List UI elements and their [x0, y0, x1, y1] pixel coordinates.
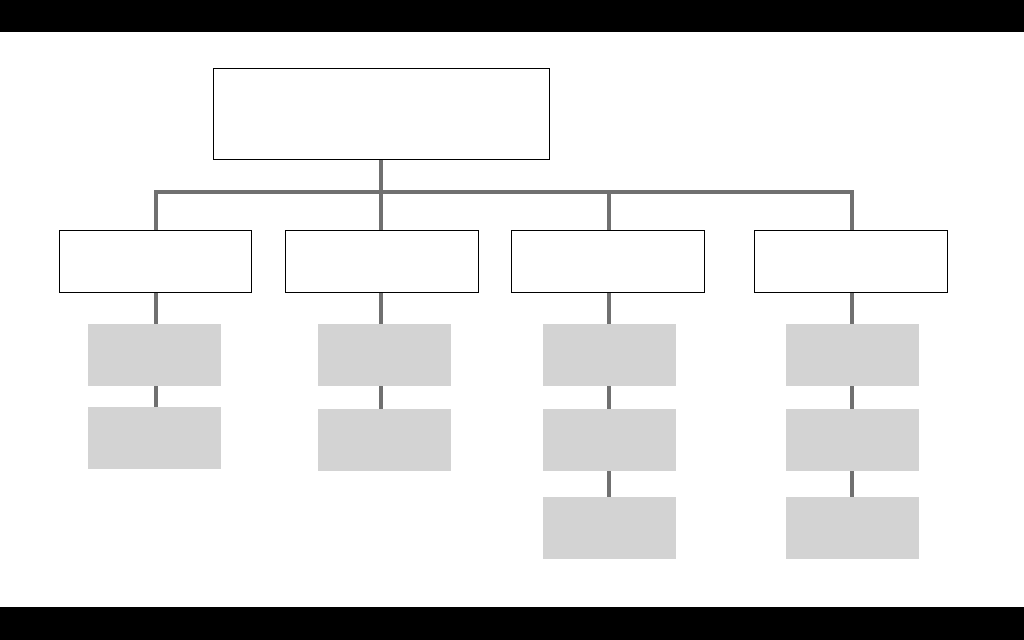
sub-box-4-3	[786, 497, 919, 559]
sub-box-4-2	[786, 409, 919, 471]
sub-box-4-1	[786, 324, 919, 386]
sub-box-2-2	[318, 409, 451, 471]
sub-box-3-1	[543, 324, 676, 386]
sub-box-3-2	[543, 409, 676, 471]
org-chart	[59, 68, 948, 559]
sub-box-1-2	[88, 407, 221, 469]
diagram-canvas	[0, 32, 1024, 607]
root-box	[213, 68, 550, 160]
sub-box-2-1	[318, 324, 451, 386]
branch-box-4	[754, 230, 948, 293]
branch-box-1	[59, 230, 252, 293]
branch-box-2	[285, 230, 479, 293]
sub-box-1-1	[88, 324, 221, 386]
sub-box-3-3	[543, 497, 676, 559]
branch-box-3	[511, 230, 705, 293]
